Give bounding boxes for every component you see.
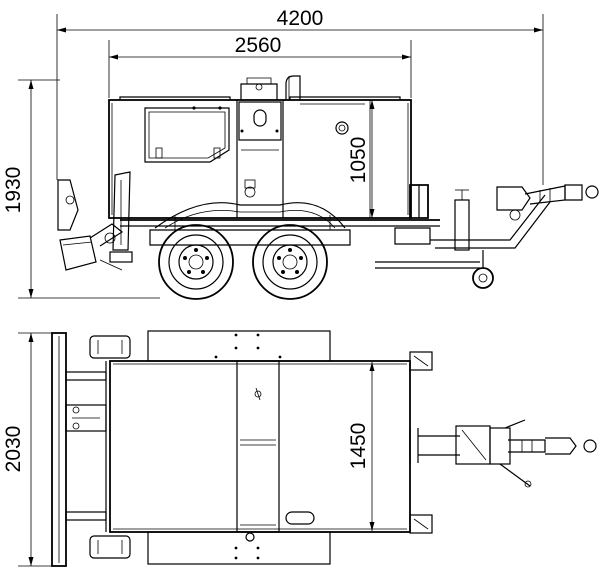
dimension-track-width: 1450 bbox=[347, 362, 375, 531]
body-length-label: 2560 bbox=[235, 34, 282, 57]
drawbar-top bbox=[409, 351, 597, 534]
overall-length-label: 4200 bbox=[277, 7, 324, 30]
control-panel bbox=[238, 77, 282, 198]
wheel-front bbox=[158, 224, 234, 300]
access-door bbox=[144, 106, 230, 163]
body-height-label: 1050 bbox=[347, 137, 370, 184]
wheel-rear bbox=[252, 224, 328, 300]
canopy-body bbox=[108, 99, 412, 219]
rear-bumper-top bbox=[51, 332, 131, 567]
overall-height-label: 1930 bbox=[2, 167, 25, 214]
side-view bbox=[57, 75, 599, 300]
rear-jack bbox=[57, 171, 133, 271]
fuel-cap bbox=[335, 121, 349, 135]
dimension-body-height: 1050 bbox=[347, 100, 375, 218]
dimension-overall-length: 4200 bbox=[56, 7, 544, 185]
top-view bbox=[51, 330, 597, 567]
overall-width-label: 2030 bbox=[2, 426, 25, 473]
top-center-strip bbox=[236, 360, 280, 533]
dimension-body-length: 2560 bbox=[108, 34, 412, 98]
drawbar bbox=[375, 184, 599, 289]
dimension-overall-height: 1930 bbox=[2, 79, 160, 299]
fender-lower bbox=[147, 531, 331, 565]
exhaust-stack bbox=[285, 75, 301, 100]
track-width-label: 1450 bbox=[347, 423, 370, 470]
fender-upper bbox=[147, 330, 331, 362]
